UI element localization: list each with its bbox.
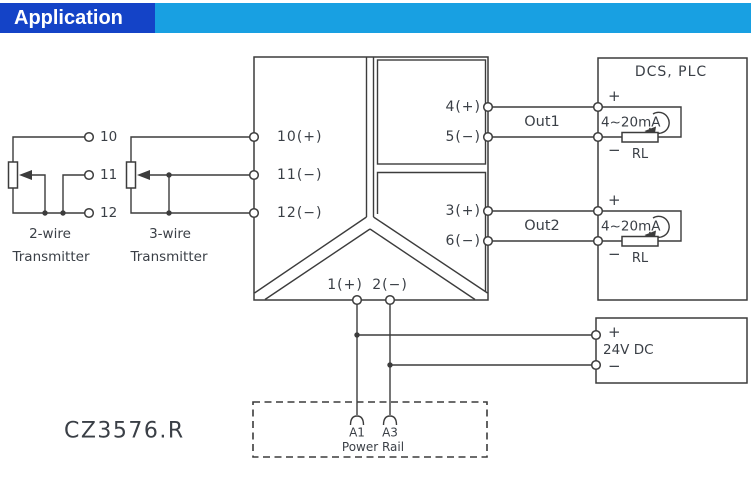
application-banner: Application (0, 3, 751, 33)
dcs-terminal-plus (592, 101, 604, 113)
rail-connector-icon (382, 415, 398, 426)
dcs-plc-box: DCS, PLC + 4~20mA − RL + 4~20mA (592, 57, 748, 301)
out1-label: Out1 (524, 114, 560, 130)
terminal-12-minus (248, 207, 260, 219)
junction-dot (354, 332, 360, 338)
terminal-5-minus (482, 131, 494, 143)
terminal-6-minus (482, 235, 494, 247)
terminal-label: 11(−) (277, 167, 322, 183)
output2-channel-box (376, 171, 487, 292)
wire (12, 136, 85, 162)
junction-dot (166, 172, 172, 178)
supply-terminal-minus (590, 359, 602, 371)
caption: Transmitter (129, 249, 207, 265)
terminal-12 (83, 207, 95, 219)
dcs-terminal-plus (592, 205, 604, 217)
rail-connector-icon (349, 415, 365, 426)
isolation-barrier (373, 216, 488, 294)
isolator-block: 10(+) 11(−) 12(−) 4(+) 5(−) 3(+) 6(−) 1(… (248, 56, 494, 306)
terminal-4-plus (482, 101, 494, 113)
rail-terminal-a1: A1 (349, 426, 365, 440)
terminal-label: 1(+) (327, 277, 363, 293)
two-wire-transmitter: 10 11 12 2-wire Transmitter (7, 129, 117, 265)
polarity-minus: − (608, 357, 621, 375)
junction-dot (60, 210, 66, 216)
dcs-terminal-minus (592, 131, 604, 143)
range-label: 4~20mA (601, 115, 661, 131)
polarity-minus: − (608, 245, 621, 263)
wiper-arrow-icon (19, 170, 32, 180)
terminal-label: 5(−) (445, 129, 481, 145)
junction-dot (387, 362, 393, 368)
terminal-label: 6(−) (445, 233, 481, 249)
isolation-barrier (254, 216, 367, 294)
isolation-barrier (264, 228, 371, 301)
three-wire-transmitter: 3-wire Transmitter (125, 136, 250, 265)
load-label: RL (632, 251, 649, 266)
terminal-label: 10(+) (277, 129, 322, 145)
wire (130, 188, 250, 214)
dc-supply-body (595, 317, 748, 384)
polarity-plus: + (608, 87, 621, 105)
terminal-11 (83, 169, 95, 181)
terminal-label: 10 (100, 129, 117, 145)
output-wiring: Out1 Out2 (492, 106, 594, 242)
power-rail-label: Power Rail (342, 440, 404, 454)
terminal-label: 11 (100, 167, 117, 183)
wire (12, 188, 85, 214)
load-label: RL (632, 147, 649, 162)
terminal-10-plus (248, 131, 260, 143)
terminal-2-minus (384, 294, 396, 306)
dcs-plc-body (597, 57, 748, 301)
dc-supply-box: + 24V DC − (590, 317, 748, 384)
supply-label: 24V DC (603, 342, 654, 358)
isolator-body (253, 56, 489, 301)
current-loop-2: + 4~20mA − RL (592, 191, 682, 266)
polarity-minus: − (608, 141, 621, 159)
junction-dot (166, 210, 172, 216)
caption: 2-wire (29, 226, 71, 242)
output1-channel-box (376, 59, 487, 165)
load-resistor (621, 131, 659, 143)
power-rail-outline (252, 401, 488, 458)
terminal-label: 12(−) (277, 205, 322, 221)
sensor-resistor (125, 161, 137, 189)
banner-title-block: Application (0, 3, 155, 33)
power-supply-wiring (354, 304, 592, 415)
dcs-terminal-minus (592, 235, 604, 247)
current-loop-1: + 4~20mA − RL (592, 87, 682, 162)
terminal-11-minus (248, 169, 260, 181)
terminal-1-plus (351, 294, 363, 306)
terminal-label: 2(−) (372, 277, 408, 293)
banner-title: Application (14, 7, 123, 29)
polarity-plus: + (608, 323, 621, 341)
supply-terminal-plus (590, 329, 602, 341)
caption: Transmitter (11, 249, 89, 265)
model-label: CZ3576.R (64, 419, 185, 444)
terminal-label: 4(+) (445, 99, 481, 115)
terminal-label: 3(+) (445, 203, 481, 219)
junction-dot (42, 210, 48, 216)
power-rail-box: A1 A3 Power Rail (252, 401, 488, 458)
range-label: 4~20mA (601, 219, 661, 235)
isolation-barrier (369, 228, 476, 301)
polarity-plus: + (608, 191, 621, 209)
caption: 3-wire (149, 226, 191, 242)
terminal-10 (83, 131, 95, 143)
wiper-arrow-icon (137, 170, 150, 180)
load-resistor (621, 235, 659, 247)
sensor-resistor (7, 161, 19, 189)
terminal-label: 12 (100, 205, 117, 221)
wire (31, 174, 46, 213)
rail-terminal-a3: A3 (382, 426, 398, 440)
out2-label: Out2 (524, 218, 560, 234)
banner-accent-bar (155, 3, 751, 33)
dcs-plc-title: DCS, PLC (635, 64, 707, 80)
wire (62, 174, 85, 213)
wire (130, 136, 250, 162)
terminal-3-plus (482, 205, 494, 217)
